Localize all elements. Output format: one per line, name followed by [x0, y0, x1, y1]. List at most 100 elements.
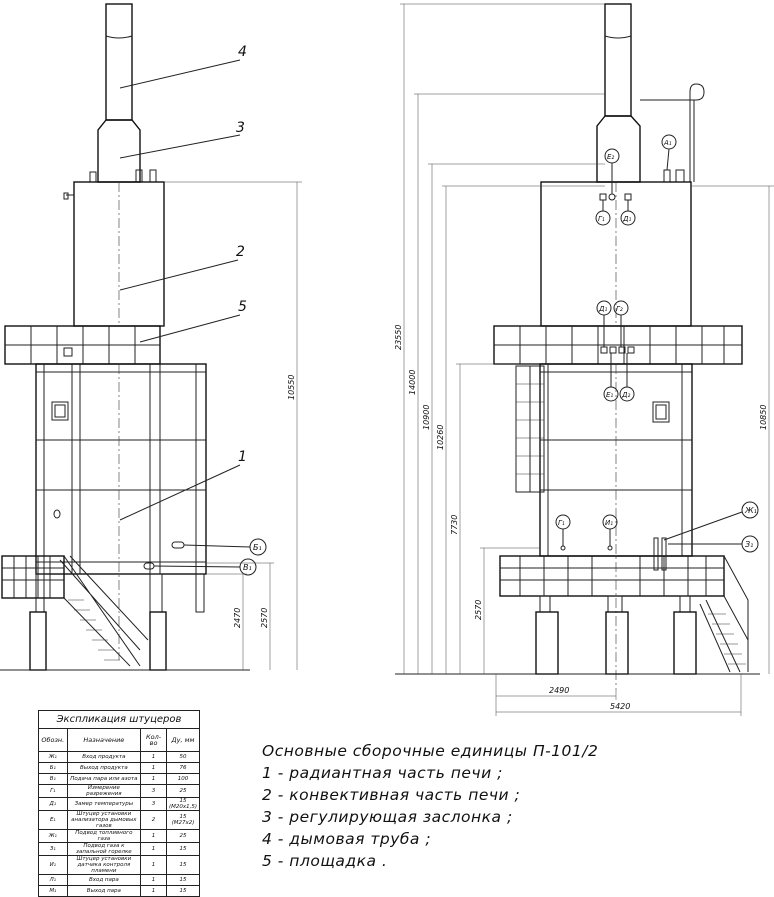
table-cell: 1	[140, 773, 167, 785]
marker-d2: Д₂	[621, 391, 630, 399]
callout-3-left: 3	[236, 120, 245, 136]
chimney-left	[105, 3, 133, 121]
legend-item: 1 - радиантная часть печи ;	[262, 764, 503, 782]
table-cell: 25	[165, 829, 201, 843]
table-cell: Е₁	[38, 810, 68, 830]
table-cell: 15 (М27х2)	[165, 810, 201, 830]
marker-v1: В₁	[243, 563, 252, 572]
table-cell: 1	[140, 751, 167, 763]
dim-10550: 10550	[287, 375, 296, 400]
dim-2490: 2490	[549, 686, 569, 695]
table-cell: Измерение разрежения	[66, 784, 142, 798]
dim-2470: 2470	[233, 608, 242, 628]
table-cell: 15 (М20х1,5)	[165, 797, 201, 811]
table-cell: 1	[140, 762, 167, 774]
table-cell: Д₁	[38, 797, 68, 811]
assembly-legend: Основные сборочные единицы П-101/2 1 - р…	[262, 740, 598, 872]
table-header: Кол-во	[140, 728, 167, 752]
legend-item: 5 - площадка .	[262, 852, 388, 870]
table-cell: Ж₁	[38, 829, 68, 843]
table-cell: З₁	[38, 842, 68, 856]
table-header: Обозн.	[38, 728, 68, 752]
table-cell: Замер температуры	[66, 797, 142, 811]
callout-5-left: 5	[238, 299, 247, 315]
table-cell: Л₁	[38, 874, 68, 886]
callout-1-left: 1	[238, 449, 247, 465]
table-cell: 15	[165, 874, 201, 886]
dim-2570-right: 2570	[474, 600, 483, 620]
marker-g1-top: Г₁	[598, 215, 605, 223]
table-title: Экспликация штуцеров	[38, 710, 200, 728]
table-cell: 50	[165, 751, 201, 763]
dim-7730: 7730	[450, 515, 459, 535]
table-cell: Подвод газа к запальной горелке	[66, 842, 142, 856]
table-cell: 25	[165, 784, 201, 798]
marker-b1: Б₁	[253, 543, 262, 552]
stair-left	[59, 555, 149, 667]
marker-z1: З₁	[745, 540, 753, 549]
table-cell: 1	[140, 829, 167, 843]
marker-g2: Г₂	[616, 305, 623, 313]
table-cell: Штуцер установки анализатора дымовых газ…	[66, 810, 142, 830]
chimney-right	[604, 3, 632, 117]
marker-i1: И₁	[605, 519, 613, 527]
marker-d1-top: Д₁	[622, 215, 631, 223]
table-cell: Вход пара	[66, 874, 142, 886]
left-elevation: 4 3 2 5 1 Б₁ В₁ 10550 2570 2470	[0, 3, 302, 671]
table-cell: 15	[165, 855, 201, 875]
table-cell: Подвод топливного газа	[66, 829, 142, 843]
damper-right	[596, 115, 641, 183]
marker-g1: Г₁	[558, 519, 565, 527]
lower-platform-right	[499, 555, 725, 597]
table-cell: Б₁	[38, 762, 68, 774]
stair-right	[699, 555, 749, 673]
table-cell: 2	[140, 810, 167, 830]
table-cell: Подача пара или азота	[66, 773, 142, 785]
legend-item: 4 - дымовая труба ;	[262, 830, 432, 848]
table-cell: Вход продукта	[66, 751, 142, 763]
table-cell: Выход продукта	[66, 762, 142, 774]
table-cell: В₁	[38, 773, 68, 785]
table-cell: Выход пара	[66, 885, 142, 897]
marker-d1: Д₁	[598, 305, 607, 313]
table-cell: Ж₁	[38, 751, 68, 763]
marker-e1: Е₁	[606, 391, 613, 399]
table-cell: 15	[165, 885, 201, 897]
table-cell: 100	[165, 773, 201, 785]
table-cell: 15	[165, 842, 201, 856]
stair-landing-left	[1, 555, 65, 599]
dim-23550: 23550	[394, 325, 403, 350]
callout-4-left: 4	[238, 44, 247, 60]
table-cell: 3	[140, 784, 167, 798]
table-cell: 76	[165, 762, 201, 774]
legend-item: 3 - регулирующая заслонка ;	[262, 808, 513, 826]
legend-item: 2 - конвективная часть печи ;	[262, 786, 521, 804]
dim-10850: 10850	[759, 405, 768, 430]
right-elevation: Е₂ А₁ Г₁ Д₁ Д₁ Г₂ Е₁ Д₂ Г₁ И₁ Ж₁ З₁ 2355…	[394, 3, 774, 716]
table-cell: 3	[140, 797, 167, 811]
table-cell: М₁	[38, 885, 68, 897]
dim-2570-left: 2570	[260, 608, 269, 628]
damper-left	[97, 119, 141, 183]
table-cell: Штуцер установки датчика контроля пламен…	[66, 855, 142, 875]
dim-5420: 5420	[610, 702, 630, 711]
dim-10900: 10900	[422, 405, 431, 430]
marker-zh1: Ж₁	[744, 506, 757, 515]
callout-2-left: 2	[236, 244, 245, 260]
radiant-section-left	[35, 363, 207, 575]
legend-title: Основные сборочные единицы П-101/2	[262, 742, 599, 760]
table-cell: 1	[140, 855, 167, 875]
